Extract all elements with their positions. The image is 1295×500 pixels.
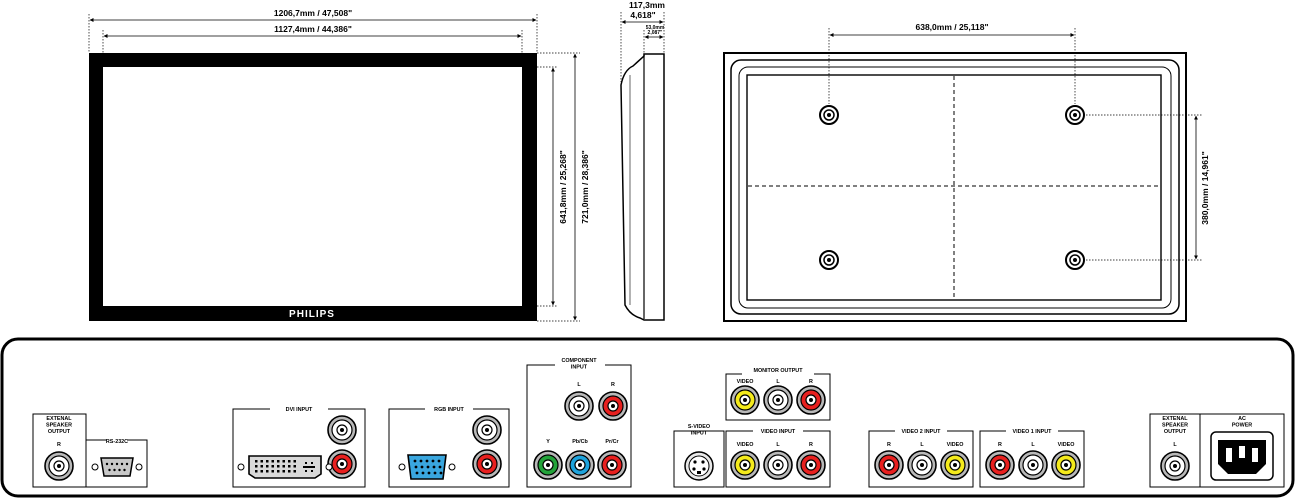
ac-power-socket[interactable] <box>1210 431 1274 481</box>
component-label-pr: Pr/Cr <box>605 439 619 445</box>
video1-label-1: R <box>998 442 1002 448</box>
video1-jack-3[interactable] <box>1051 450 1081 480</box>
speaker-left-jack[interactable] <box>44 451 74 481</box>
component-pb-jack[interactable] <box>565 450 595 480</box>
component-input-title-line-1: COMPONENT <box>561 358 597 364</box>
bezel-depth-inch-label: 2,087" <box>648 30 664 36</box>
mount-height-label: 380,0mm / 14,961" <box>1200 151 1210 225</box>
ac-power-title-line-2: POWER <box>1232 423 1252 429</box>
vga-port[interactable] <box>398 454 456 480</box>
video2-label-3: VIDEO <box>947 442 964 448</box>
speaker-right-channel: L <box>1173 442 1177 448</box>
speaker-left-title-line-3: OUTPUT <box>48 429 71 435</box>
rgb-input-title: RGB INPUT <box>434 407 464 413</box>
video1-title: VIDEO 1 INPUT <box>1013 429 1053 435</box>
video2-jack-1[interactable] <box>874 450 904 480</box>
side-view: 117,3mm 4,618" 53,0mm 2,087" <box>620 0 665 321</box>
monitor-label-3: R <box>809 379 813 385</box>
inner-height-label: 641,8mm / 25,268" <box>558 150 568 224</box>
speaker-right-jack[interactable] <box>1160 451 1190 481</box>
dvi-input-title: DVI INPUT <box>286 407 313 413</box>
video1-label-2: L <box>1031 442 1035 448</box>
video2-title: VIDEO 2 INPUT <box>902 429 942 435</box>
video-input-title: VIDEO INPUT <box>761 429 796 435</box>
component-label-l: L <box>577 382 581 388</box>
front-view: PHILIPS 1206,7mm / 47,508" 1127,4mm / 44… <box>88 8 590 322</box>
component-audio-r-jack[interactable] <box>598 391 628 421</box>
component-y-jack[interactable] <box>533 450 563 480</box>
dvi-port[interactable] <box>237 455 333 479</box>
video1-label-3: VIDEO <box>1058 442 1075 448</box>
rs232c-port[interactable] <box>91 457 143 477</box>
video-input-label-1: VIDEO <box>737 442 754 448</box>
monitor-output-title: MONITOR OUTPUT <box>753 368 803 374</box>
monitor-label-2: L <box>776 379 780 385</box>
rear-view: 638,0mm / 25,118" 380,0mm / 14,961" <box>723 22 1210 322</box>
component-input-title-line-2: INPUT <box>571 365 588 371</box>
monitor-label-1: VIDEO <box>737 379 754 385</box>
svideo-title-line-1: S-VIDEO <box>688 424 710 430</box>
rgb-audio-l-jack[interactable] <box>472 415 502 445</box>
video-input-jack-3[interactable] <box>796 450 826 480</box>
rs232c-title: RS-232C <box>106 439 128 445</box>
component-label-r: R <box>611 382 615 388</box>
video-input-jack-2[interactable] <box>763 450 793 480</box>
component-label-pb: Pb/Cb <box>572 439 588 445</box>
brand-logo: PHILIPS <box>289 309 335 320</box>
video-input-jack-1[interactable] <box>730 450 760 480</box>
outer-height-label: 721,0mm / 28,386" <box>580 150 590 224</box>
inner-width-label: 1127,4mm / 44,386" <box>274 24 352 34</box>
rgb-audio-r-jack[interactable] <box>472 449 502 479</box>
ac-power-title-line-1: AC <box>1238 416 1246 422</box>
svideo-title-line-2: INPUT <box>691 431 708 437</box>
dvi-audio-r-jack[interactable] <box>327 449 357 479</box>
speaker-left-channel: R <box>57 442 61 448</box>
component-audio-l-jack[interactable] <box>564 391 594 421</box>
component-label-y: Y <box>546 439 550 445</box>
svideo-port[interactable] <box>684 451 714 481</box>
speaker-left-title-line-2: SPEAKER <box>46 423 72 429</box>
bezel-depth-label: 53,0mm <box>646 25 665 31</box>
mount-holes <box>819 105 1085 270</box>
video2-jack-2[interactable] <box>907 450 937 480</box>
screen-area <box>103 67 522 306</box>
monitor-jack-1[interactable] <box>730 385 760 415</box>
video-input-label-2: L <box>776 442 780 448</box>
outer-width-label: 1206,7mm / 47,508" <box>274 8 352 18</box>
video2-label-1: R <box>887 442 891 448</box>
dvi-audio-l-jack[interactable] <box>327 415 357 445</box>
video1-jack-2[interactable] <box>1018 450 1048 480</box>
component-pr-jack[interactable] <box>597 450 627 480</box>
video1-jack-1[interactable] <box>985 450 1015 480</box>
video-input-label-3: R <box>809 442 813 448</box>
speaker-left-title-line-1: EXTENAL <box>46 416 72 422</box>
speaker-right-title-line-2: SPEAKER <box>1162 423 1188 429</box>
mount-width-label: 638,0mm / 25,118" <box>915 22 988 32</box>
speaker-right-title-line-3: OUTPUT <box>1164 429 1187 435</box>
depth-label: 117,3mm <box>629 0 665 10</box>
depth-inch-label: 4,618" <box>630 10 655 20</box>
video2-jack-3[interactable] <box>940 450 970 480</box>
monitor-jack-3[interactable] <box>796 385 826 415</box>
video2-label-2: L <box>920 442 924 448</box>
speaker-right-title-line-1: EXTENAL <box>1162 416 1188 422</box>
monitor-jack-2[interactable] <box>763 385 793 415</box>
